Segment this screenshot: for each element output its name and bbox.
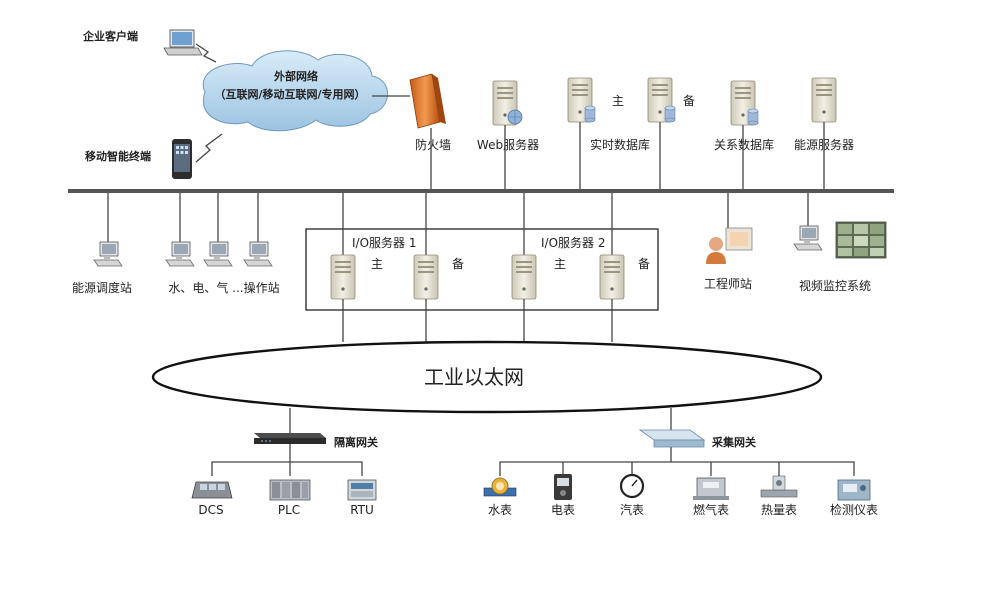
isolation-gateway-label: 隔离网关: [334, 435, 378, 449]
io-server-2-label: I/O服务器 2: [541, 235, 605, 250]
device-label-inspection: 检测仪表: [830, 502, 878, 517]
external-network-title: 外部网络: [273, 69, 318, 83]
device-label-gas: 燃气表: [693, 502, 729, 517]
wireless-link-icon: [195, 43, 217, 63]
electric-meter-icon: [554, 474, 572, 500]
computer-icon: [243, 241, 273, 267]
web-server-icon: [492, 80, 523, 126]
device-label-electric: 电表: [551, 503, 575, 517]
heat-meter-icon: [760, 475, 798, 498]
collection-gateway-label: 采集网关: [711, 435, 756, 449]
io-server-1-label: I/O服务器 1: [352, 235, 416, 250]
gas-meter-icon: [693, 477, 729, 500]
web-server-label: Web服务器: [477, 137, 539, 152]
plc-icon: [269, 479, 311, 501]
device-label-rtu: RTU: [350, 503, 374, 517]
smartphone-icon: [172, 139, 192, 179]
io-server-2-primary-icon: [511, 254, 537, 300]
device-label-dcs: DCS: [198, 503, 223, 517]
realtime-db-backup-mark: 备: [683, 94, 695, 108]
computer-icon: [165, 241, 195, 267]
device-label-water: 水表: [488, 503, 512, 517]
io-server-1-primary-icon: [330, 254, 356, 300]
steam-meter-icon: [619, 473, 645, 499]
io-server-2-backup-mark: 备: [638, 257, 650, 271]
computer-icon: [793, 225, 823, 251]
operator-stations-label: 水、电、气 ...操作站: [168, 280, 279, 295]
mobile-terminal-label: 移动智能终端: [85, 149, 151, 163]
energy-dispatch-label: 能源调度站: [72, 280, 132, 295]
collection-branch-line: [499, 461, 855, 476]
device-label-plc: PLC: [278, 503, 300, 517]
video-wall-icon: [835, 221, 887, 259]
cloud-icon: [202, 50, 388, 132]
engineer-station-label: 工程师站: [704, 276, 752, 291]
realtime-db-backup-icon: [647, 77, 676, 123]
realtime-db-primary-icon: [567, 77, 596, 123]
io-server-1-backup-mark: 备: [452, 257, 464, 271]
io-server-2-backup-icon: [599, 254, 625, 300]
relational-db-label: 关系数据库: [714, 137, 774, 152]
engineer-icon: [706, 227, 753, 264]
collection-gateway-icon: [638, 429, 706, 448]
computer-icon: [93, 241, 123, 267]
industrial-ethernet-ring: [151, 340, 823, 414]
rtu-icon: [347, 479, 377, 501]
wireless-link-icon: [195, 133, 223, 163]
io-server-group: [305, 228, 659, 311]
backbone-bus: [68, 189, 894, 193]
realtime-db-label: 实时数据库: [590, 137, 650, 152]
io-server-1-backup-icon: [413, 254, 439, 300]
device-label-heat: 热量表: [761, 503, 797, 517]
realtime-db-primary-mark: 主: [612, 94, 624, 108]
io-server-1-primary-mark: 主: [371, 257, 383, 271]
computer-icon: [203, 241, 233, 267]
dcs-icon: [191, 481, 233, 499]
enterprise-client-label: 企业客户端: [82, 29, 138, 43]
relational-db-icon: [730, 80, 759, 126]
device-label-steam: 汽表: [620, 502, 644, 517]
laptop-icon: [163, 29, 203, 56]
energy-server-icon: [811, 77, 837, 123]
firewall-icon: [409, 73, 446, 129]
firewall-label: 防火墙: [415, 137, 451, 152]
isolation-gateway-icon: [254, 433, 326, 444]
inspection-meter-icon: [837, 479, 871, 501]
isolation-branch-line: [211, 461, 363, 476]
external-network-subtitle: （互联网/移动互联网/专用网）: [214, 87, 365, 101]
io-server-2-primary-mark: 主: [554, 257, 566, 271]
video-monitoring-label: 视频监控系统: [799, 278, 871, 293]
industrial-ethernet-label: 工业以太网: [424, 365, 524, 389]
water-meter-icon: [483, 477, 517, 497]
